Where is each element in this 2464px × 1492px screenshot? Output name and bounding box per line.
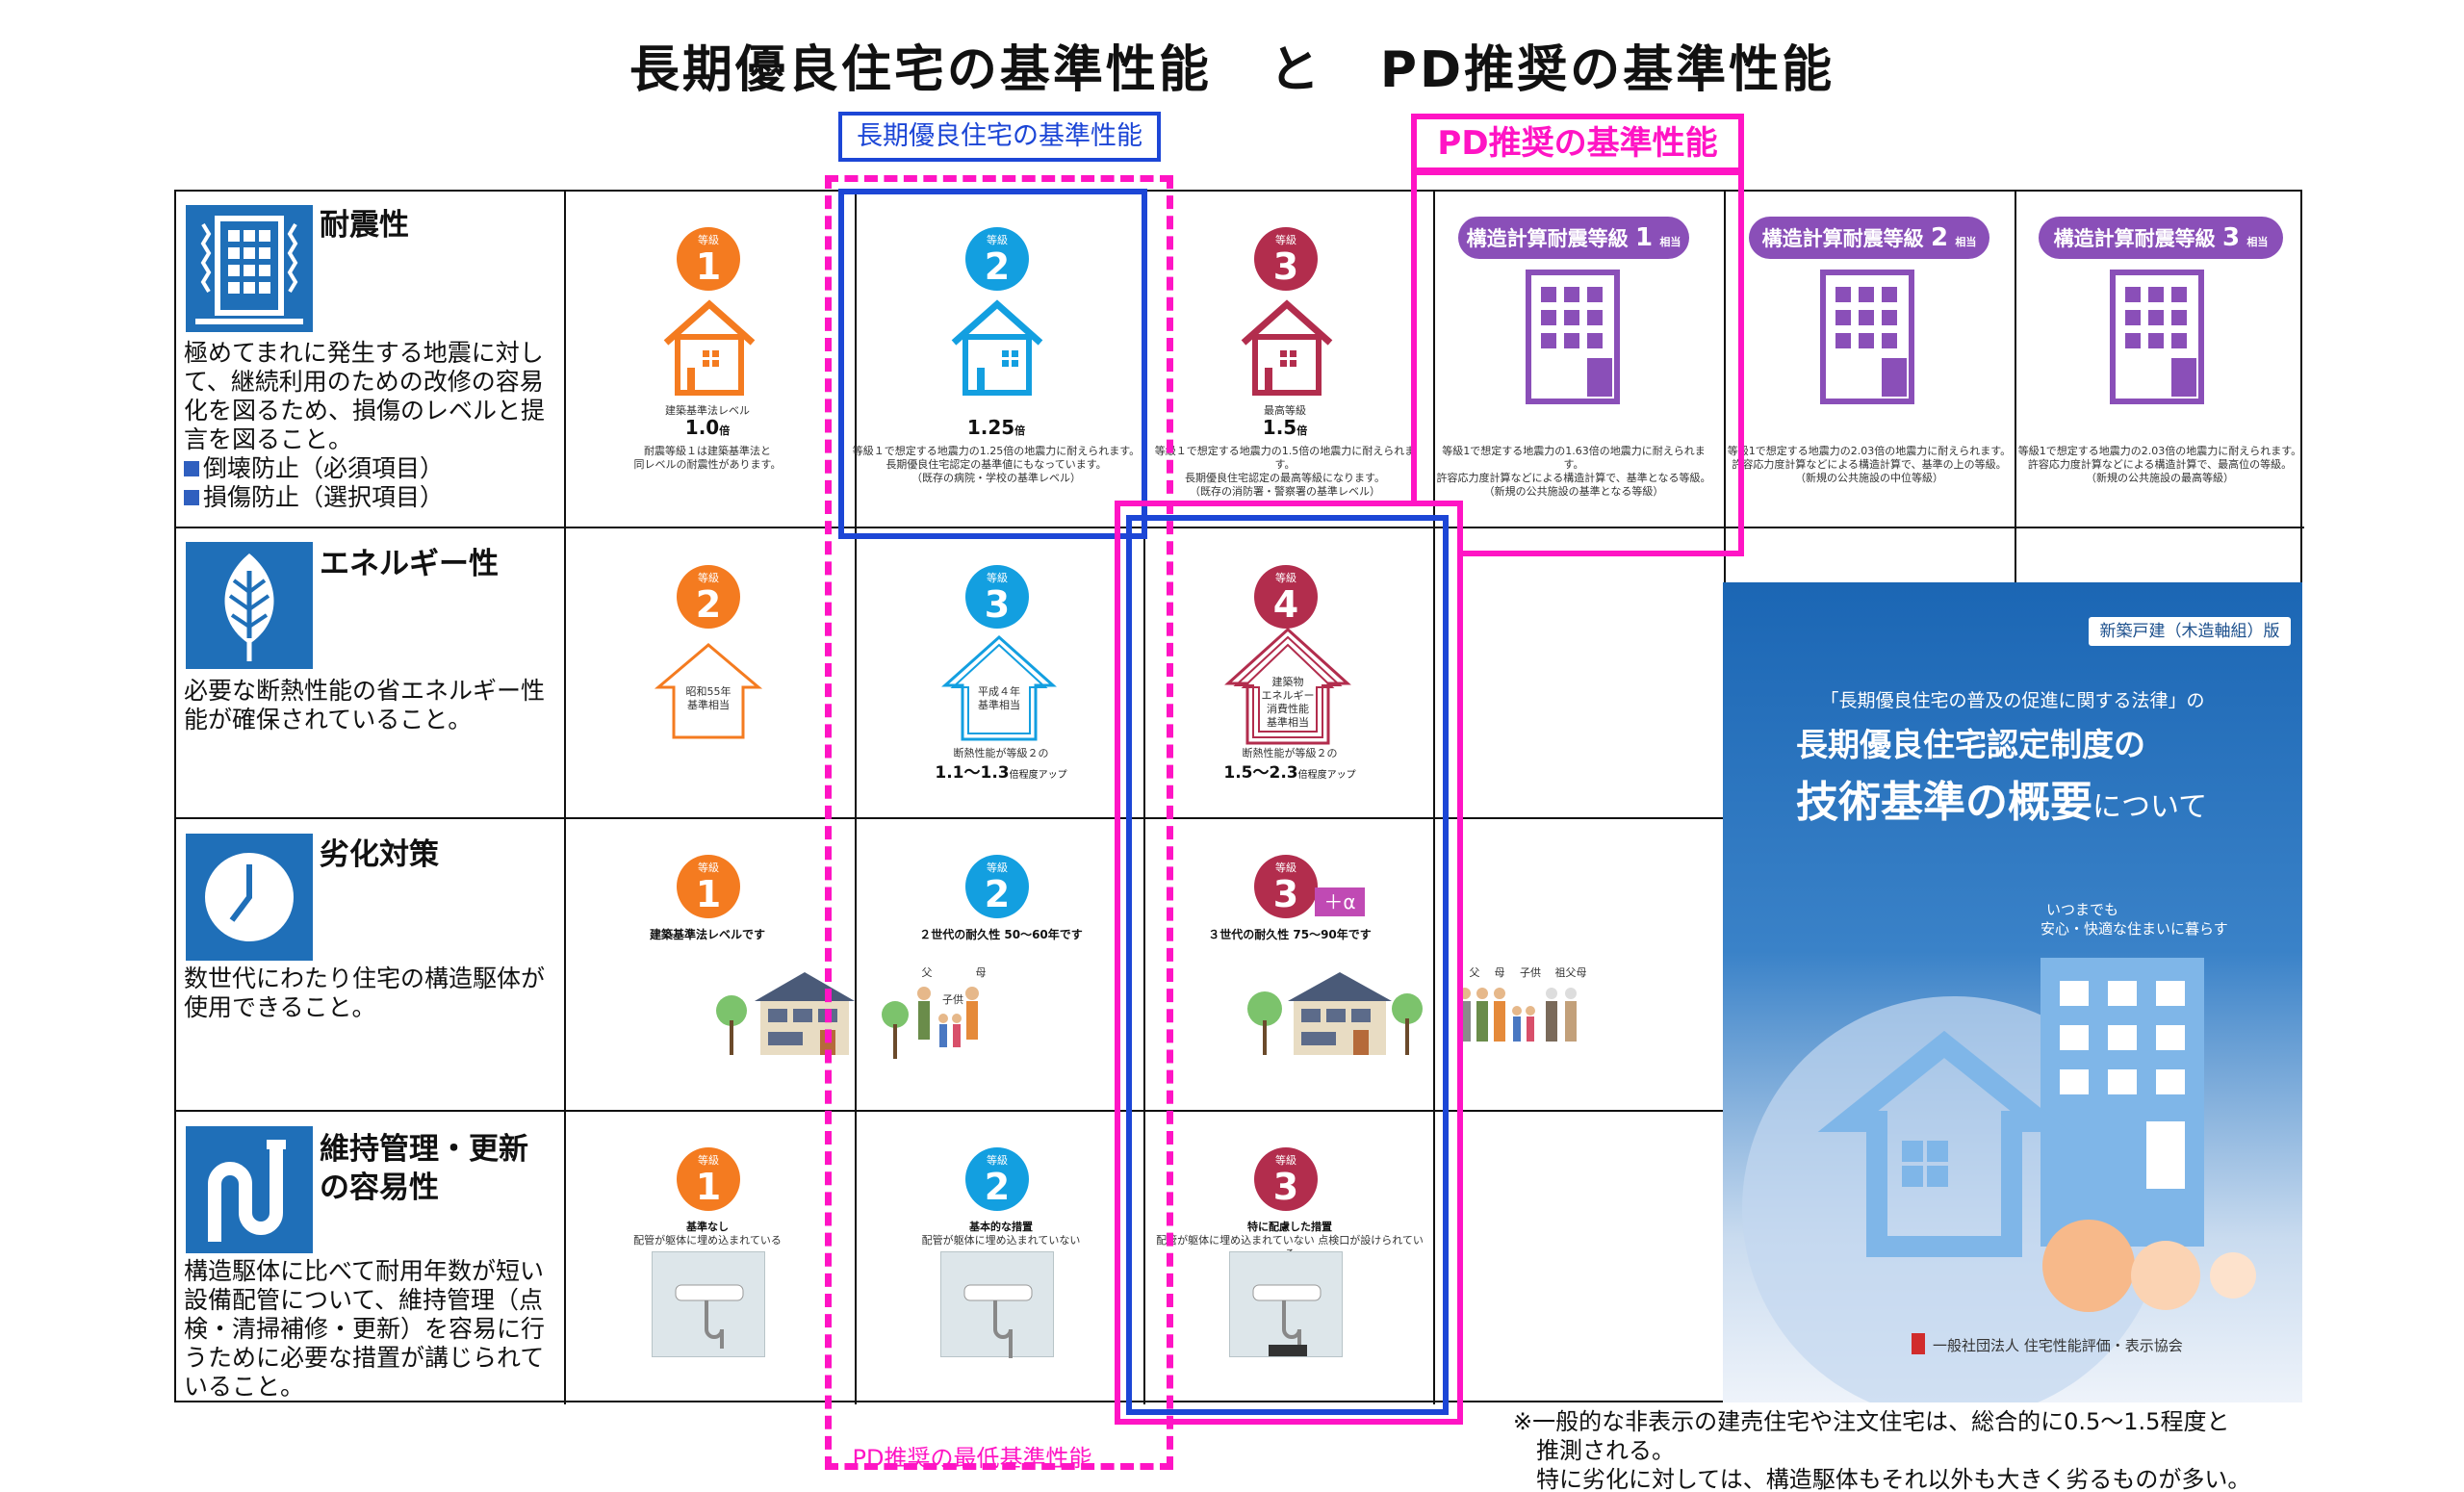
cover-illustration: [1742, 958, 2256, 1402]
cover-law: 「長期優良住宅の普及の促進に関する法律」の: [1820, 690, 2205, 711]
org-logo: [1912, 1333, 1925, 1354]
deterioration-title: 劣化対策: [320, 837, 439, 872]
title-mid: と: [1269, 41, 1322, 99]
long-term-box-lower: [1126, 515, 1449, 1415]
quake-desc: 極めてまれに発生する地震に対して、継続利用のための改修の容易化を図るため、損傷の…: [184, 339, 546, 511]
pd-box-step-1: [1115, 501, 1417, 506]
title-left: 長期優良住宅の基準性能: [629, 41, 1212, 99]
quake-building-icon: [186, 205, 313, 332]
quake-bullet-2: 損傷防止（選択項目）: [203, 483, 445, 511]
leaf-icon: [186, 542, 313, 669]
footnote: ※一般的な非表示の建売住宅や注文住宅は、総合的に0.5〜1.5程度と 推測される…: [1513, 1408, 2251, 1492]
cover-title-2: 技術基準の概要について: [1796, 778, 2208, 827]
cover-title-1: 長期優良住宅認定制度の: [1796, 726, 2145, 763]
pipe-icon: [186, 1126, 313, 1253]
pd-box-step-2: [1457, 551, 1744, 556]
comparison-grid: [174, 190, 2304, 1404]
pd-label: PD推奨の基準性能: [1411, 114, 1744, 173]
family-illustration: [1459, 988, 1577, 1042]
long-term-box: [838, 189, 1147, 539]
pd-box-lower: [1115, 501, 1463, 1425]
house-outline-icon: [941, 634, 1057, 741]
plus-alpha-badge: ＋α: [1315, 887, 1365, 916]
clock-icon: [186, 834, 313, 961]
long-term-label: 長期優良住宅の基準性能: [838, 112, 1161, 162]
house-icon: [663, 299, 756, 396]
pd-box-left-edge: [1411, 169, 1417, 506]
sink-illustration: [652, 1251, 765, 1357]
energy-title: エネルギー性: [320, 547, 499, 581]
struct-pill: 構造計算耐震等級 3 相当: [2039, 217, 2283, 259]
cover-slogan: いつまでも安心・快適な住まいに暮らす: [2040, 901, 2228, 938]
pd-box-right-edge: [1738, 169, 1744, 556]
building-icon: [1820, 270, 1914, 404]
family-illustration: [882, 987, 979, 1059]
edition-badge: 新築戸建（木造軸組）版: [2089, 617, 2291, 646]
house-icon: [951, 299, 1043, 396]
quake-title: 耐震性: [320, 208, 409, 243]
brochure-cover: 新築戸建（木造軸組）版 「長期優良住宅の普及の促進に関する法律」の 長期優良住宅…: [1723, 582, 2302, 1402]
title-right: PD推奨の基準性能: [1379, 41, 1835, 99]
house-illustration: [1247, 972, 1423, 1055]
energy-desc: 必要な断熱性能の省エネルギー性能が確保されていること。: [184, 677, 546, 733]
pd-box-upper-top: [1411, 169, 1744, 175]
struct-pill: 構造計算耐震等級 2 相当: [1749, 217, 1989, 259]
pd-min-box: [825, 175, 1173, 1470]
building-icon: [1526, 270, 1620, 404]
sink-illustration: [940, 1251, 1054, 1358]
house-outline-icon: [654, 643, 763, 739]
quake-bullet-1: 倒壊防止（必須項目）: [203, 454, 445, 482]
building-icon: [2110, 270, 2204, 404]
maintenance-desc: 構造駆体に比べて耐用年数が短い設備配管について、維持管理（点検・清掃補修・更新）…: [184, 1257, 546, 1401]
house-outline-icon: [1224, 627, 1351, 745]
house-icon: [1241, 299, 1333, 396]
cover-org: 一般社団法人 住宅性能評価・表示協会: [1933, 1337, 2183, 1354]
page-title: 長期優良住宅の基準性能と PD推奨の基準性能: [0, 29, 2464, 101]
struct-pill: 構造計算耐震等級 1 相当: [1458, 217, 1689, 259]
pd-box-inner-edge: [1457, 551, 1463, 1425]
deterioration-desc: 数世代にわたり住宅の構造駆体が使用できること。: [184, 965, 546, 1021]
pd-min-label: PD推奨の最低基準性能: [852, 1445, 1092, 1472]
maintenance-title: 維持管理・更新 の容易性: [320, 1132, 528, 1205]
sink-illustration: [1229, 1251, 1343, 1357]
